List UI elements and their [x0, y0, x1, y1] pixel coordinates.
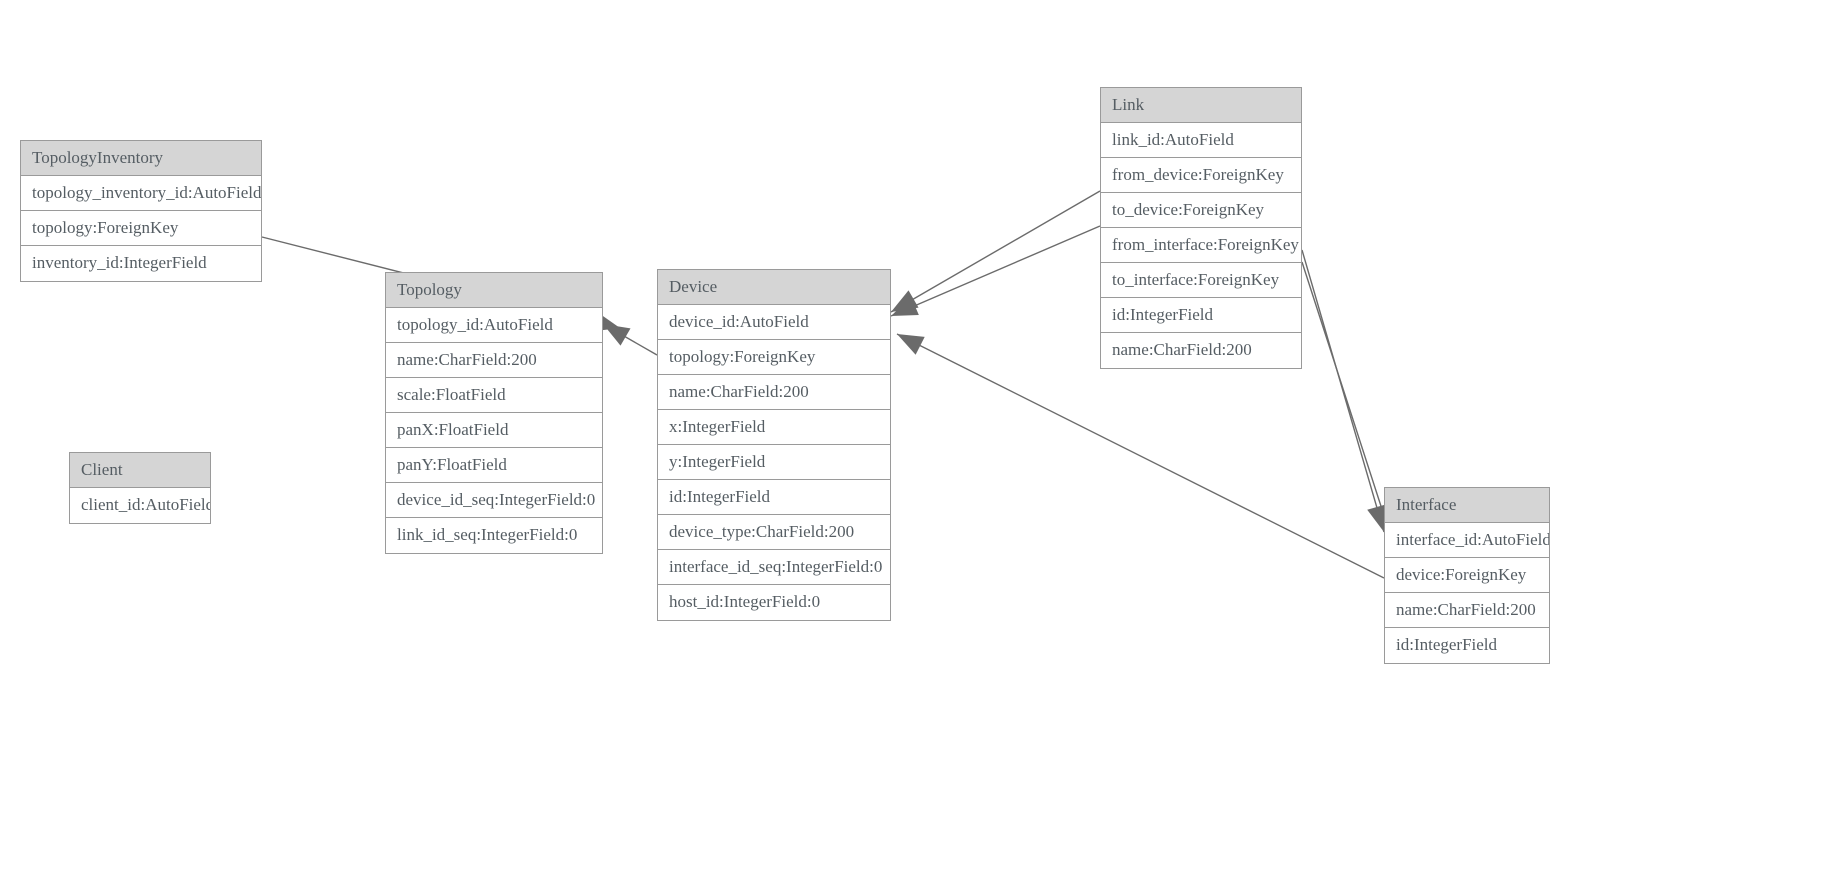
entity-title: Link: [1101, 88, 1301, 123]
entity-field: name:CharField:200: [658, 375, 890, 410]
entity-field: link_id_seq:IntegerField:0: [386, 518, 602, 553]
entity-field: name:CharField:200: [1101, 333, 1301, 368]
entity-field: id:IntegerField: [1101, 298, 1301, 333]
entity-field: inventory_id:IntegerField: [21, 246, 261, 281]
relationship-arrowhead: [897, 334, 925, 355]
entity-field: from_device:ForeignKey: [1101, 158, 1301, 193]
relationship-arrowhead: [891, 296, 919, 316]
entity-field: name:CharField:200: [1385, 593, 1549, 628]
entity-field: to_interface:ForeignKey: [1101, 263, 1301, 298]
entity-field: host_id:IntegerField:0: [658, 585, 890, 620]
entity-field: id:IntegerField: [1385, 628, 1549, 663]
entity-title: Client: [70, 453, 210, 488]
entity-field: from_interface:ForeignKey: [1101, 228, 1301, 263]
relationship-edge: [602, 323, 658, 356]
entity-field: link_id:AutoField: [1101, 123, 1301, 158]
entity-field: device_type:CharField:200: [658, 515, 890, 550]
entity-field: device:ForeignKey: [1385, 558, 1549, 593]
entity-title: TopologyInventory: [21, 141, 261, 176]
relationship-edge: [890, 225, 1101, 317]
entity-field: device_id:AutoField: [658, 305, 890, 340]
entity-field: interface_id:AutoField: [1385, 523, 1549, 558]
entity-field: x:IntegerField: [658, 410, 890, 445]
entity-field: client_id:AutoField: [70, 488, 210, 523]
entity-field: interface_id_seq:IntegerField:0: [658, 550, 890, 585]
entity-field: topology_inventory_id:AutoField: [21, 176, 261, 211]
relationship-edge: [1301, 261, 1391, 535]
entity-field: topology:ForeignKey: [658, 340, 890, 375]
entity-title: Topology: [386, 273, 602, 308]
entity-field: id:IntegerField: [658, 480, 890, 515]
entity-title: Device: [658, 270, 890, 305]
entity-title: Interface: [1385, 488, 1549, 523]
entity-field: panX:FloatField: [386, 413, 602, 448]
entity-field: topology:ForeignKey: [21, 211, 261, 246]
entity-field: scale:FloatField: [386, 378, 602, 413]
entity-field: device_id_seq:IntegerField:0: [386, 483, 602, 518]
relationship-edge: [1301, 249, 1385, 533]
relationship-edge: [890, 190, 1101, 313]
entity-field: panY:FloatField: [386, 448, 602, 483]
entity-field: topology_id:AutoField: [386, 308, 602, 343]
relationship-edge: [896, 333, 1385, 579]
entity-field: name:CharField:200: [386, 343, 602, 378]
entity-field: y:IntegerField: [658, 445, 890, 480]
entity-field: to_device:ForeignKey: [1101, 193, 1301, 228]
